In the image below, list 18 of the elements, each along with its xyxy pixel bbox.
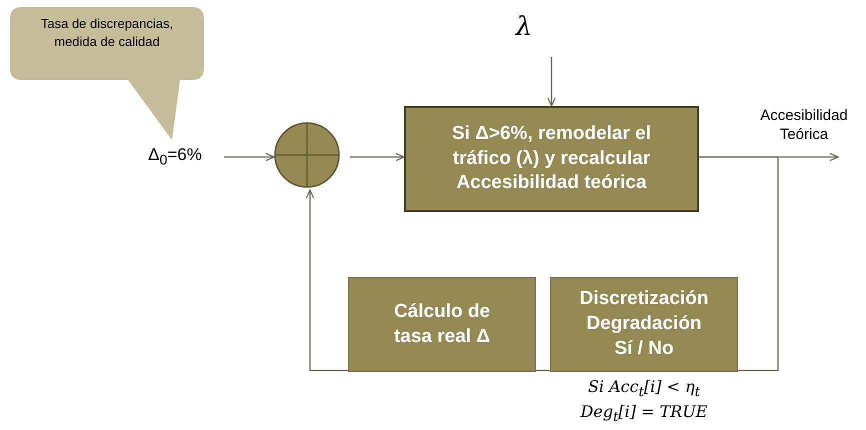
arrow: [306, 189, 348, 372]
box-text: Cálculo de tasa real Δ: [392, 300, 492, 348]
speech-bubble: [10, 7, 204, 141]
summing-junction: [274, 122, 340, 188]
callout-text: Tasa de discrepancias, medida de calidad: [40, 15, 174, 50]
condition-formula: Si Acc$_{t}$[i] < η$_{t}$ Deg$_{t}$[i] = TRUE: [579, 377, 708, 427]
symbol-label: λ: [516, 12, 532, 42]
connector-line: [536, 370, 550, 372]
box-text: Discretización Degradación Sí / No: [580, 287, 708, 361]
process-box: [404, 106, 699, 212]
arrow: [547, 57, 556, 107]
arrow: [350, 152, 405, 162]
box-text: Si Δ>6%, remodelar el tráfico (λ) y recalcular Accesibilidad teórica: [451, 122, 652, 196]
process-box: [550, 277, 738, 372]
connector-line: [699, 156, 779, 372]
setpoint-label: Δ$_{0}$=6%: [148, 145, 202, 169]
arrow: [224, 152, 275, 162]
process-box: [348, 277, 536, 372]
